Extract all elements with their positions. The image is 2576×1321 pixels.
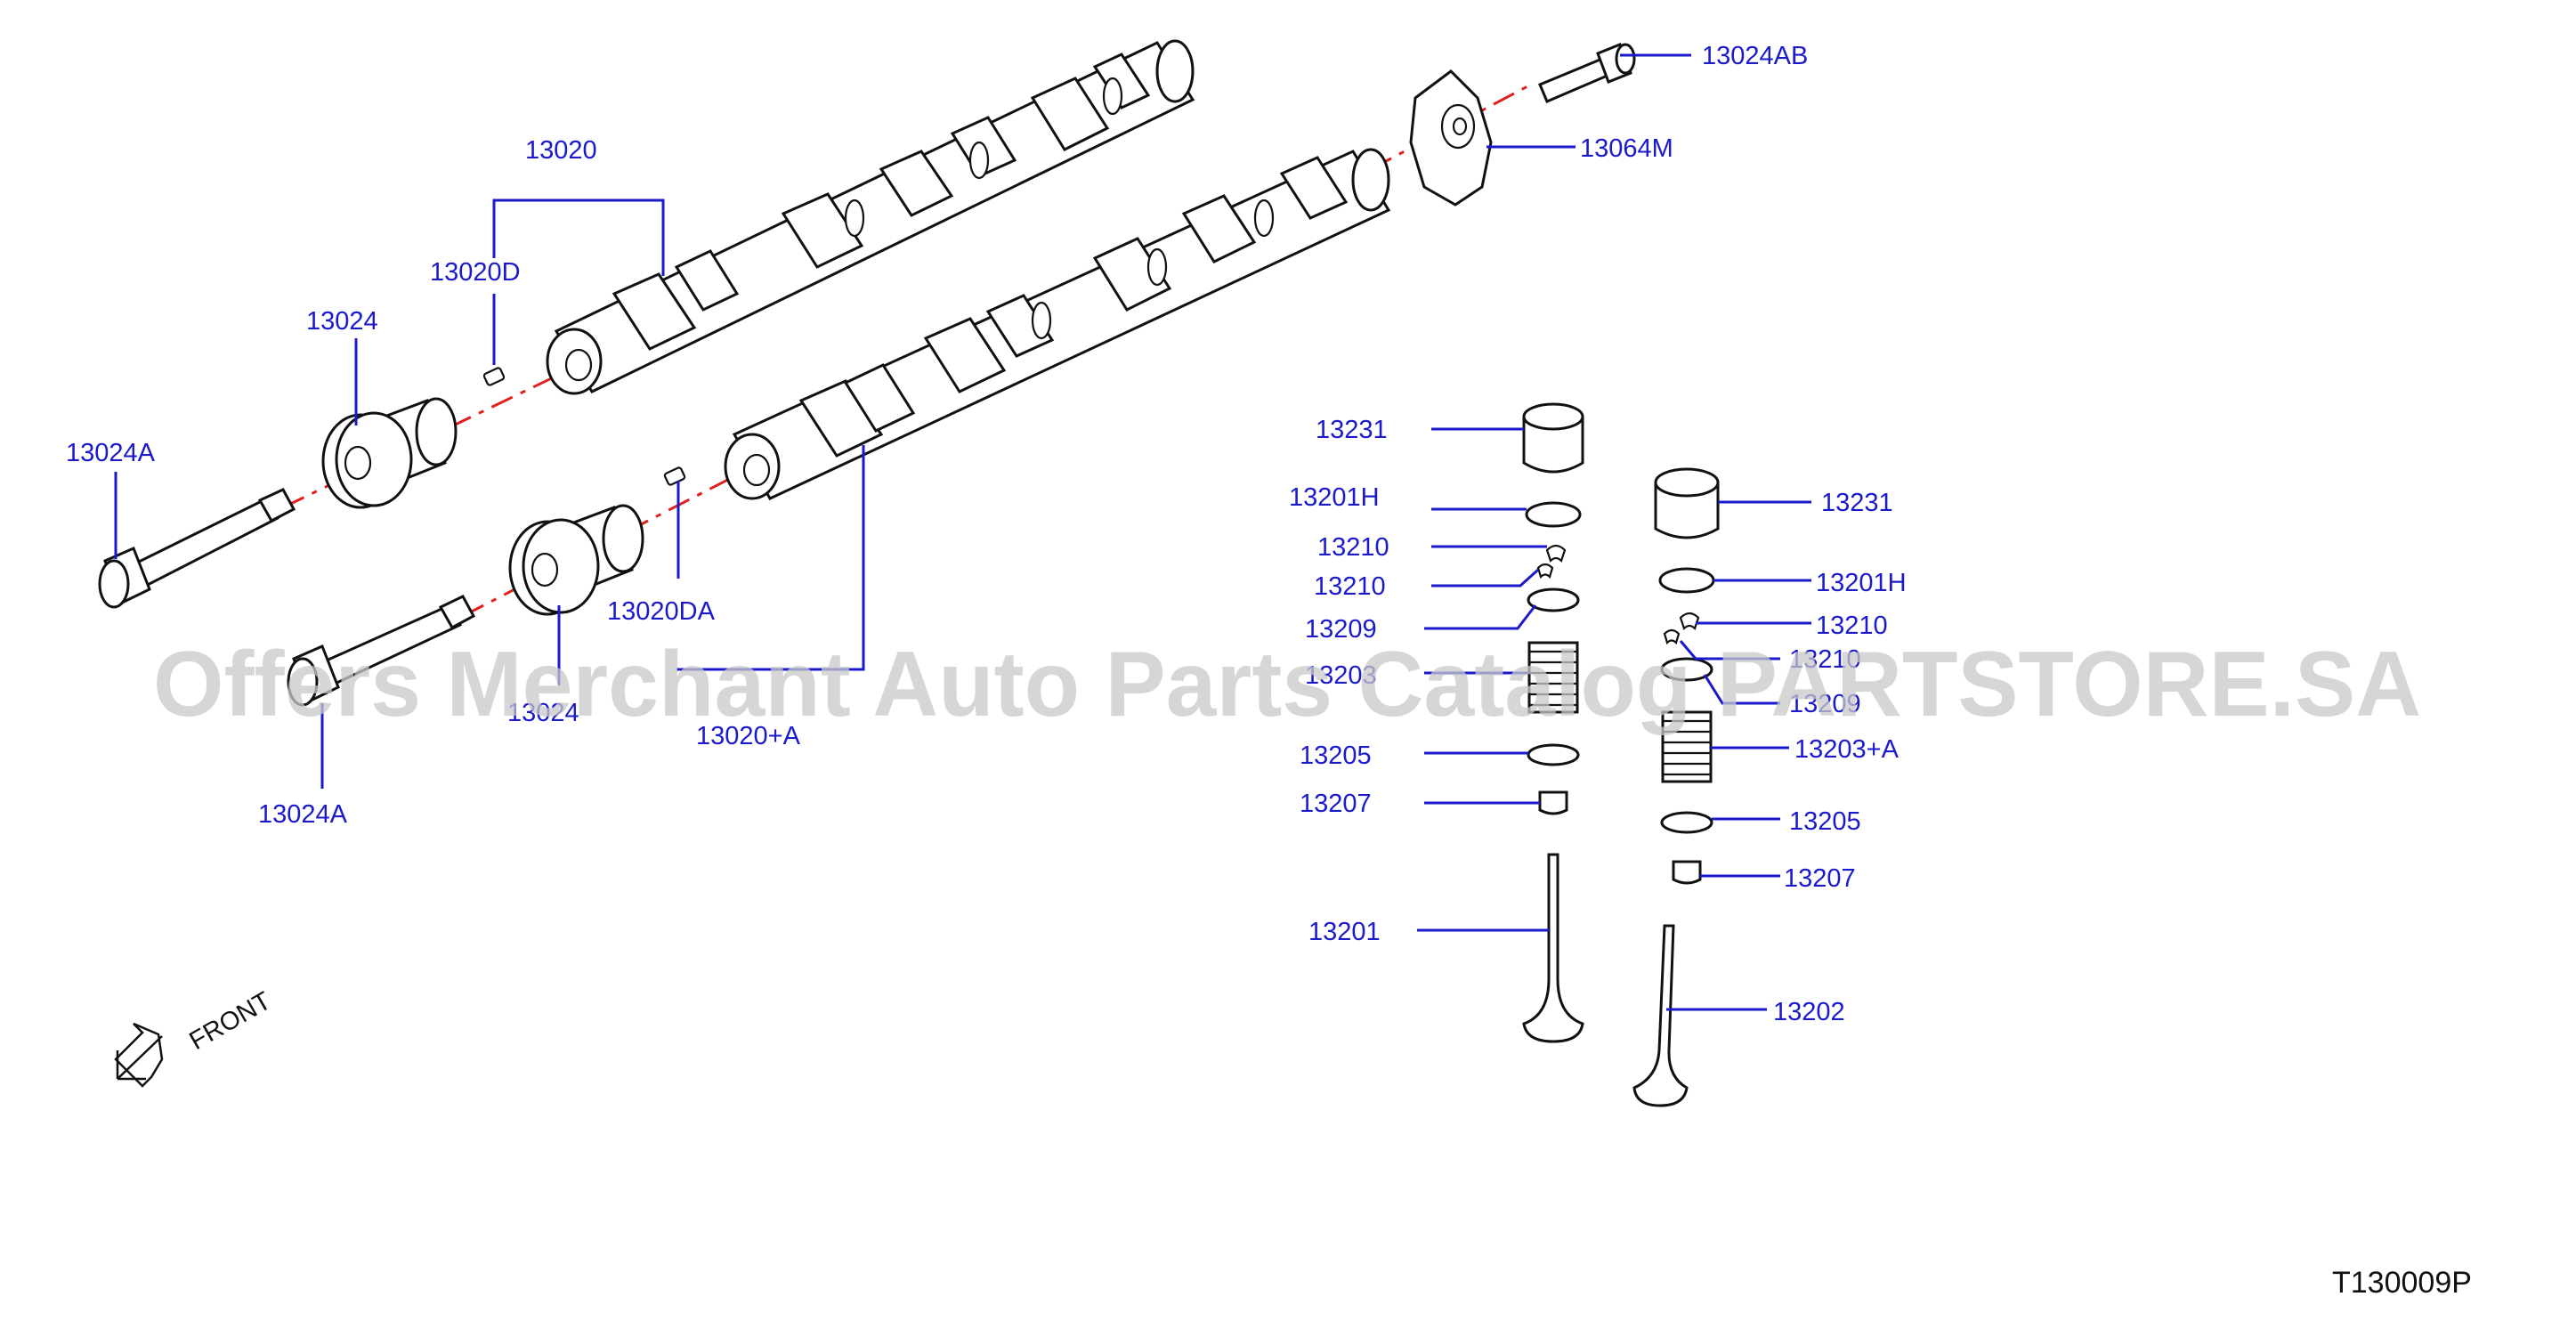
label-13020DA: 13020DA — [607, 597, 716, 626]
label-13024-upper: 13024 — [306, 307, 378, 336]
upper-cam-sprocket[interactable] — [321, 397, 458, 509]
right-valve-retainer[interactable] — [1660, 657, 1713, 682]
label-13064M: 13064M — [1580, 134, 1673, 163]
label-right-13207: 13207 — [1784, 864, 1856, 893]
label-13020: 13020 — [525, 136, 597, 165]
label-left-13207: 13207 — [1300, 790, 1372, 818]
label-right-13202: 13202 — [1773, 998, 1845, 1026]
leader-left-13209 — [1424, 604, 1537, 630]
label-left-13210a: 13210 — [1317, 533, 1389, 562]
lower-camshaft[interactable] — [724, 148, 1391, 500]
watermark: Offers Merchant Auto Parts Catalog PARTS… — [153, 633, 2421, 736]
signal-plate[interactable] — [1409, 69, 1493, 207]
left-valve-spring[interactable] — [1527, 641, 1579, 714]
leader-right-13209 — [1703, 674, 1780, 705]
label-left-13201H: 13201H — [1289, 483, 1380, 512]
label-left-13201: 13201 — [1308, 918, 1381, 946]
left-valve-lifter[interactable] — [1522, 402, 1584, 474]
label-left-13231: 13231 — [1316, 416, 1388, 444]
front-arrow-icon — [114, 1022, 164, 1088]
front-label: FRONT — [185, 986, 277, 1056]
label-right-13203A: 13203+A — [1794, 735, 1900, 764]
dowel-pin-lower[interactable] — [663, 466, 686, 486]
label-13024AB: 13024AB — [1702, 42, 1808, 70]
left-valve-shim[interactable] — [1525, 501, 1582, 528]
right-exhaust-valve[interactable] — [1632, 924, 1689, 1107]
label-13024A-upper: 13024A — [66, 439, 156, 467]
right-valve-collet-a[interactable] — [1679, 612, 1700, 631]
label-13020D: 13020D — [430, 258, 521, 287]
left-valve-stem-seal[interactable] — [1538, 790, 1568, 815]
label-right-13210b: 13210 — [1789, 645, 1861, 674]
left-valve-spring-seat[interactable] — [1527, 743, 1580, 766]
right-valve-lifter[interactable] — [1654, 467, 1720, 539]
label-right-13210a: 13210 — [1816, 612, 1888, 640]
lower-sprocket-bolt[interactable] — [287, 595, 476, 707]
upper-camshaft[interactable] — [546, 39, 1195, 395]
label-left-13203: 13203 — [1305, 661, 1377, 690]
left-intake-valve[interactable] — [1522, 853, 1584, 1043]
right-valve-spring-seat[interactable] — [1660, 811, 1713, 834]
left-valve-collet-a[interactable] — [1545, 544, 1567, 563]
left-valve-retainer[interactable] — [1527, 588, 1580, 612]
leader-13020A — [676, 445, 865, 671]
right-valve-stem-seal[interactable] — [1672, 860, 1702, 885]
label-13020A: 13020+A — [696, 722, 801, 750]
dowel-pin-upper[interactable] — [482, 367, 506, 386]
left-valve-collet-b[interactable] — [1536, 563, 1554, 579]
label-left-13210b: 13210 — [1314, 572, 1386, 601]
lower-cam-sprocket[interactable] — [508, 504, 644, 616]
leader-13020 — [492, 199, 665, 276]
leader-left-13210b — [1431, 568, 1540, 588]
sprocket-centerline — [1370, 83, 1532, 171]
signal-plate-bolt[interactable] — [1538, 43, 1636, 103]
label-right-13209: 13209 — [1789, 690, 1861, 718]
label-right-13205: 13205 — [1789, 807, 1861, 836]
diagram-code: T130009P — [2332, 1266, 2472, 1300]
right-valve-shim[interactable] — [1658, 567, 1715, 594]
upper-sprocket-bolt[interactable] — [98, 488, 296, 609]
leader-right-13210b — [1679, 640, 1780, 660]
right-valve-collet-b[interactable] — [1663, 628, 1681, 645]
label-right-13231: 13231 — [1821, 489, 1893, 517]
label-left-13205: 13205 — [1300, 742, 1372, 770]
label-left-13209: 13209 — [1305, 615, 1377, 644]
label-13024A-lower: 13024A — [258, 800, 348, 829]
label-13024-lower: 13024 — [507, 699, 579, 727]
label-right-13201H: 13201H — [1816, 569, 1907, 597]
